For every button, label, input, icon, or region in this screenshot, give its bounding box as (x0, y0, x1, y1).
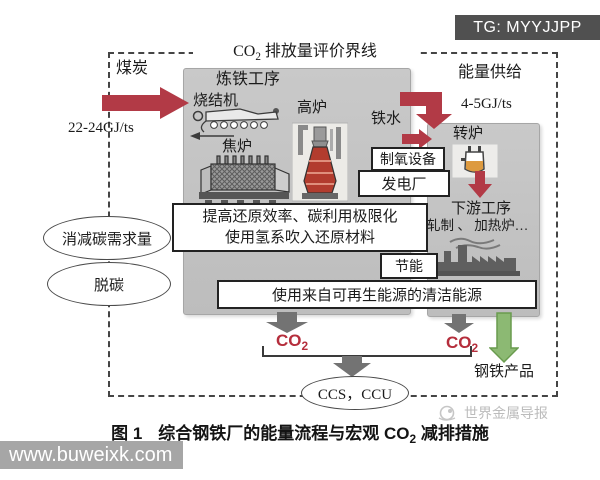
downstream-title: 下游工序 (451, 201, 512, 217)
oxygen-plant-label: 制氧设备 (380, 153, 436, 168)
improve-reduction-line2: 使用氢系吹入还原材料 (224, 229, 375, 246)
coke-oven-icon (199, 155, 290, 204)
tg-badge: TG: MYYJJPP (455, 15, 600, 40)
ccs-ccu-label: CCS，CCU (317, 386, 393, 403)
converter-icon (452, 144, 498, 178)
steel-products-arrow-icon (489, 312, 519, 364)
caption-text2: 减排措施 (416, 424, 489, 443)
decarbonize-oval: 脱碳 (47, 262, 171, 306)
coke-oven-label: 焦炉 (222, 139, 253, 155)
blast-furnace-icon (292, 122, 348, 202)
figure-caption: 图 1 综合钢铁厂的能量流程与宏观 CO2 减排措施 (0, 419, 600, 446)
co2-right-sub: 2 (471, 341, 479, 355)
co2-right-text: CO (446, 333, 472, 352)
oxygen-plant-box: 制氧设备 (371, 147, 445, 171)
factory-icon (436, 237, 520, 276)
power-plant-box: 发电厂 (358, 170, 450, 197)
clean-energy-box: 使用来自可再生能源的清洁能源 (217, 280, 537, 309)
sinter-machine-icon (190, 108, 279, 140)
hot-metal-label: 铁水 (371, 111, 402, 127)
converter-label: 转炉 (453, 126, 484, 142)
co2-left-label: CO2 (276, 331, 309, 353)
energy-saving-label: 节能 (395, 260, 423, 275)
caption-text1: 综合钢铁厂的能量流程与宏观 CO (158, 424, 410, 443)
watermark-logo-icon (438, 405, 456, 421)
co2-right-label: CO2 (446, 333, 479, 355)
ccs-ccu-oval: CCS，CCU (301, 376, 409, 410)
power-plant-label: 发电厂 (381, 177, 427, 193)
co2-right-arrow-icon (444, 314, 474, 333)
watermark-source: 世界金属导报 (464, 405, 548, 421)
ironmaking-title: 炼铁工序 (216, 71, 281, 88)
boundary-title-sub: 2 (255, 51, 261, 63)
site-url: www.buweixk.com (9, 443, 173, 466)
improve-reduction-box: 提高还原效率、碳利用极限化 使用氢系吹入还原材料 (172, 203, 428, 252)
reduce-carbon-demand-oval: 消减碳需求量 (43, 216, 171, 260)
energy-supply-arrow-icon (400, 92, 452, 129)
co2-left-arrow-icon (266, 312, 308, 333)
energy-supply-value: 4-5GJ/ts (461, 96, 512, 112)
tg-badge-label: TG: MYYJJPP (473, 18, 582, 36)
coal-energy-value: 22-24GJ/ts (68, 120, 134, 136)
coal-arrow-icon (102, 87, 189, 119)
reduce-carbon-demand-label: 消减碳需求量 (61, 231, 152, 248)
boundary-title-co: CO (233, 43, 256, 60)
hot-metal-arrow-icon (402, 129, 432, 149)
sinter-machine-label: 烧结机 (193, 93, 239, 109)
steel-products-label: 钢铁产品 (474, 364, 535, 380)
site-url-bar: www.buweixk.com (0, 441, 183, 469)
decarbonize-label: 脱碳 (93, 277, 124, 294)
ccs-funnel-icon (262, 346, 472, 377)
downstream-detail: 轧制 、 加热炉… (427, 218, 529, 233)
clean-energy-label: 使用来自可再生能源的清洁能源 (271, 288, 482, 304)
improve-reduction-line1: 提高还原效率、碳利用极限化 (202, 208, 398, 225)
coal-label: 煤炭 (116, 60, 149, 77)
caption-sub: 2 (409, 432, 417, 446)
co2-left-text: CO (276, 331, 302, 350)
boundary-title-rest: 排放量评价界线 (260, 43, 377, 60)
co2-left-sub: 2 (301, 339, 309, 353)
blast-furnace-label: 高炉 (297, 100, 328, 116)
caption-number: 图 1 (111, 424, 143, 443)
boundary-title: CO2 排放量评价界线 (193, 40, 417, 63)
converter-down-arrow-icon (468, 171, 492, 198)
energy-supply-label: 能量供给 (458, 64, 523, 81)
energy-saving-box: 节能 (380, 253, 438, 279)
